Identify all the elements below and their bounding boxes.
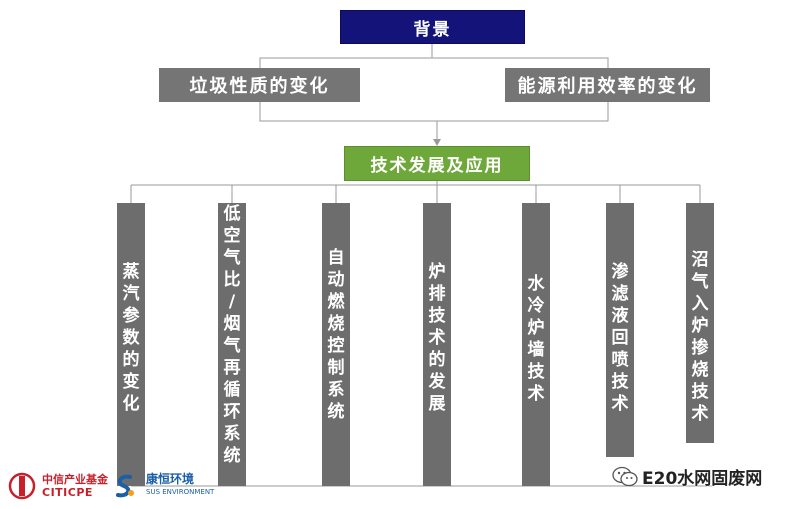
column-char: 气 [223,336,241,356]
column-char: 统 [327,402,345,422]
column-char: 参 [122,306,140,326]
column-char: 的 [428,350,446,370]
citic-logo-icon [8,472,36,500]
column-char: 燃 [327,292,345,312]
factor-waste-properties: 垃圾性质的变化 [159,68,360,102]
column-char: 术 [691,404,709,424]
column-char: 水 [527,274,545,294]
column-char: 动 [327,270,345,290]
column-char: 烧 [327,314,345,334]
column-char: 技 [428,306,446,326]
logo-group: 中信产业基金 CITICPE 康恒环境 SUS ENVIRONMENT [8,470,214,502]
column-steam-parameters: 蒸汽参数的变化 [117,203,145,486]
column-char: 循 [223,380,241,400]
column-char: 气 [691,272,709,292]
column-char: 自 [327,248,345,268]
column-char: 发 [428,372,446,392]
factor-energy-efficiency: 能源利用效率的变化 [505,68,710,102]
column-auto-combustion-control: 自动燃烧控制系统 [322,203,350,486]
column-char: 冷 [527,296,545,316]
column-char: 系 [327,380,345,400]
column-char: 术 [428,328,446,348]
column-char: 墙 [527,340,545,360]
column-char: / [228,292,236,312]
column-char: 控 [327,336,345,356]
watermark-text: E20水网固废网 [642,469,763,489]
background-node: 背景 [340,10,525,44]
column-char: 沼 [691,250,709,270]
column-char: 液 [611,306,629,326]
column-char: 术 [611,394,629,414]
column-biogas-cofiring: 沼气入炉掺烧技术 [686,203,714,443]
column-char: 变 [122,372,140,392]
column-char: 入 [691,294,709,314]
column-char: 排 [428,284,446,304]
watermark: E20水网固废网 [612,464,762,489]
column-water-cooled-wall: 水冷炉墙技术 [522,203,550,486]
sus-logo-icon [116,474,134,498]
sus-name-en: SUS ENVIRONMENT [146,488,215,496]
column-char: 数 [122,328,140,348]
column-char: 比 [223,270,241,290]
technology-development-node: 技术发展及应用 [344,146,530,181]
column-char: 烟 [223,314,241,334]
column-char: 空 [223,226,241,246]
column-char: 再 [223,358,241,378]
citic-name-cn: 中信产业基金 [42,473,108,486]
sus-name-cn: 康恒环境 [146,472,195,486]
column-char: 环 [223,402,241,422]
citic-name-en: CITICPE [42,486,93,499]
column-char: 术 [527,384,545,404]
column-char: 的 [122,350,140,370]
column-char: 气 [223,248,241,268]
column-char: 渗 [611,262,629,282]
column-grate-technology: 炉排技术的发展 [423,203,451,486]
column-low-air-ratio: 低空气比/烟气再循环系统 [218,203,246,486]
column-char: 滤 [611,284,629,304]
column-char: 展 [428,394,446,414]
column-char: 技 [611,372,629,392]
column-char: 汽 [122,284,140,304]
column-char: 炉 [527,318,545,338]
column-char: 炉 [691,316,709,336]
column-char: 低 [223,204,241,224]
column-char: 系 [223,424,241,444]
column-char: 蒸 [122,262,140,282]
column-char: 掺 [691,338,709,358]
column-char: 技 [527,362,545,382]
column-char: 制 [327,358,345,378]
column-char: 喷 [611,350,629,370]
column-char: 化 [122,394,140,414]
column-leachate-reinjection: 渗滤液回喷技术 [606,203,634,457]
column-char: 回 [611,328,629,348]
column-char: 烧 [691,360,709,380]
wechat-icon [612,466,638,486]
column-char: 统 [223,446,241,466]
column-char: 炉 [428,262,446,282]
column-char: 技 [691,382,709,402]
